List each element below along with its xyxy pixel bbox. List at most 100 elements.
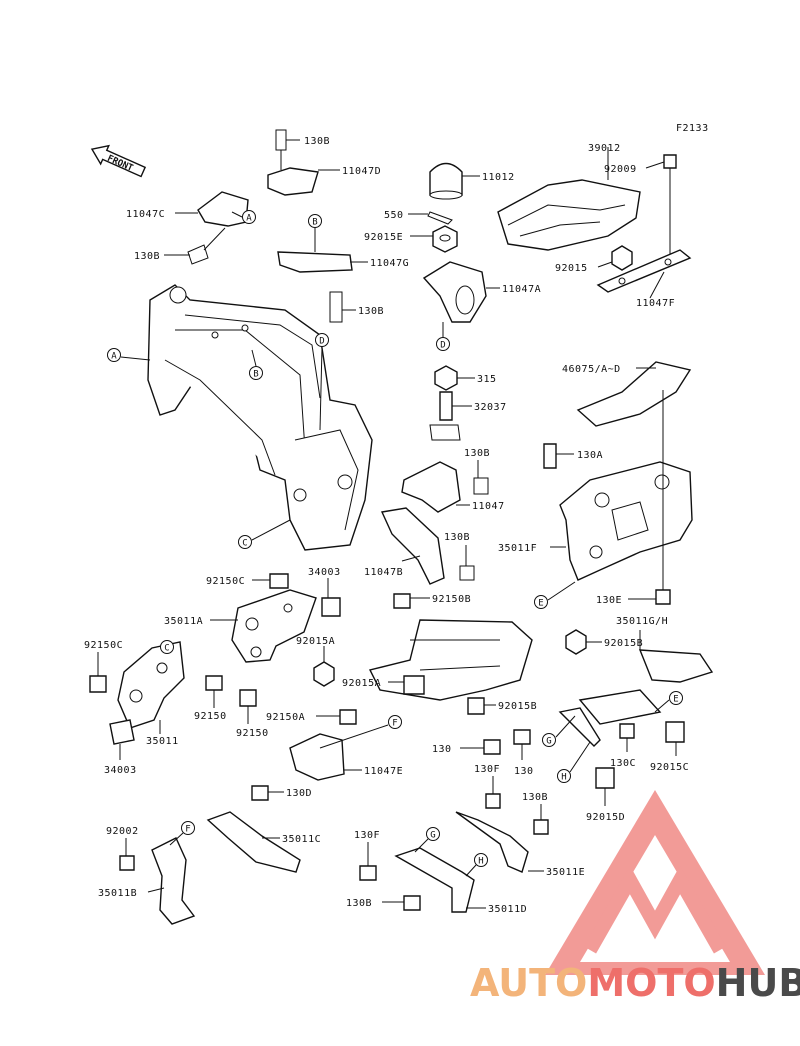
label-130: 130: [514, 766, 534, 777]
callout-g-mid: G: [542, 715, 576, 747]
bracket-11047b: [380, 507, 475, 585]
label-92150a: 92150A: [266, 712, 305, 723]
svg-text:A: A: [111, 352, 117, 362]
svg-text:D: D: [319, 337, 324, 347]
svg-text:E: E: [673, 695, 678, 705]
label-130d: 130D: [286, 788, 312, 799]
bracket-35011gh: [483, 629, 714, 789]
label-130f: 130F: [354, 830, 380, 841]
svg-text:C: C: [164, 644, 169, 654]
label-130: 130: [432, 744, 452, 755]
label-11047e: 11047E: [364, 766, 403, 777]
bolt-92009: [663, 154, 677, 260]
watermark-text: AUTOMOTOHUB: [470, 961, 800, 1005]
label-130b: 130B: [444, 532, 470, 543]
nut-92015e: [432, 225, 458, 253]
label-35011f: 35011F: [498, 543, 537, 554]
bracket-11047e: [251, 733, 345, 801]
label-92015d: 92015D: [586, 812, 625, 823]
label-11012: 11012: [482, 172, 515, 183]
label-92015c: 92015C: [650, 762, 689, 773]
label-32037: 32037: [474, 402, 507, 413]
callout-b-top: B: [308, 214, 322, 252]
label-35011b: 35011B: [98, 888, 137, 899]
label-9215d: 92150: [194, 711, 227, 722]
svg-text:C: C: [242, 539, 247, 549]
callout-e-rear: E: [654, 691, 683, 713]
callout-h-mid: H: [557, 741, 591, 783]
svg-text:G: G: [546, 737, 551, 747]
watermark-logo: [545, 790, 765, 975]
callout-b-frame: B: [249, 349, 263, 380]
plate-11047f: [596, 249, 692, 293]
label-550: 550: [384, 210, 404, 221]
label-35011: 35011: [146, 736, 179, 747]
label-35011d: 35011D: [488, 904, 527, 915]
label-130b: 130B: [134, 251, 160, 262]
svg-text:A: A: [246, 214, 252, 224]
leader-lines: [97, 139, 677, 909]
label-11047d: 11047D: [342, 166, 381, 177]
label-92015: 92015: [555, 263, 588, 274]
svg-text:F: F: [392, 719, 397, 729]
label-92015b: 92015B: [498, 701, 537, 712]
label-35011a: 35011A: [164, 616, 203, 627]
label-11047b: 11047B: [364, 567, 403, 578]
svg-text:B: B: [253, 370, 258, 380]
nut-315: [434, 365, 458, 391]
callout-e-right: E: [534, 581, 576, 609]
label-35011gh: 35011G/H: [616, 616, 668, 627]
label-130a: 130A: [577, 450, 603, 461]
bracket-35011: [89, 641, 257, 745]
label-92015a: 92015A: [296, 636, 335, 647]
bracket-35011f: [559, 461, 693, 581]
label-92150: 92150: [236, 728, 269, 739]
label-130b: 130B: [358, 306, 384, 317]
figure-code: F2133: [676, 123, 709, 134]
label-315: 315: [477, 374, 497, 385]
callout-h-bottom: H: [465, 853, 488, 877]
label-11047c: 11047C: [126, 209, 165, 220]
label-92150c: 92150C: [84, 640, 123, 651]
svg-text:H: H: [561, 773, 566, 783]
callout-c-left: C: [160, 640, 174, 654]
callout-a-top: A: [231, 210, 256, 224]
bracket-35011b: [119, 837, 196, 925]
bracket-35011d: [359, 847, 475, 913]
cap-11012: [429, 162, 463, 200]
callout-d-frame: D: [315, 333, 329, 431]
bracket-11047: [401, 461, 489, 513]
main-frame: [147, 284, 373, 551]
label-92015b: 92015B: [604, 638, 643, 649]
bracket-35011c: [206, 811, 301, 873]
label-35011c: 35011C: [282, 834, 321, 845]
label-130c: 130C: [610, 758, 636, 769]
label-130f: 130F: [474, 764, 500, 775]
bolt-130a: [543, 443, 557, 469]
bracket-11047d: [267, 129, 319, 196]
cross-member: [339, 593, 533, 725]
front-arrow-icon: FRONT: [90, 144, 147, 178]
label-11047f: 11047F: [636, 298, 675, 309]
nut-92015: [611, 245, 633, 271]
callout-c-frame: C: [238, 519, 291, 549]
label-92015e: 92015E: [364, 232, 403, 243]
label-130b: 130B: [346, 898, 372, 909]
svg-text:B: B: [312, 218, 317, 228]
label-130b: 130B: [464, 448, 490, 459]
bolt-130e: [655, 390, 671, 605]
bracket-35011e: [455, 793, 549, 873]
svg-text:F: F: [185, 825, 190, 835]
label-92150b: 92150B: [432, 594, 471, 605]
callout-f-mid: F: [319, 715, 402, 749]
callout-g-bottom: G: [414, 827, 440, 853]
cover-46075: [576, 361, 692, 427]
bracket-11047a: [422, 261, 487, 323]
label-92009: 92009: [604, 164, 637, 175]
label-130b: 130B: [304, 136, 330, 147]
label-92002: 92002: [106, 826, 139, 837]
bolt-32037: [429, 391, 461, 441]
label-46075: 46075/A~D: [562, 364, 621, 375]
svg-text:E: E: [538, 599, 543, 609]
label-11047: 11047: [472, 501, 505, 512]
